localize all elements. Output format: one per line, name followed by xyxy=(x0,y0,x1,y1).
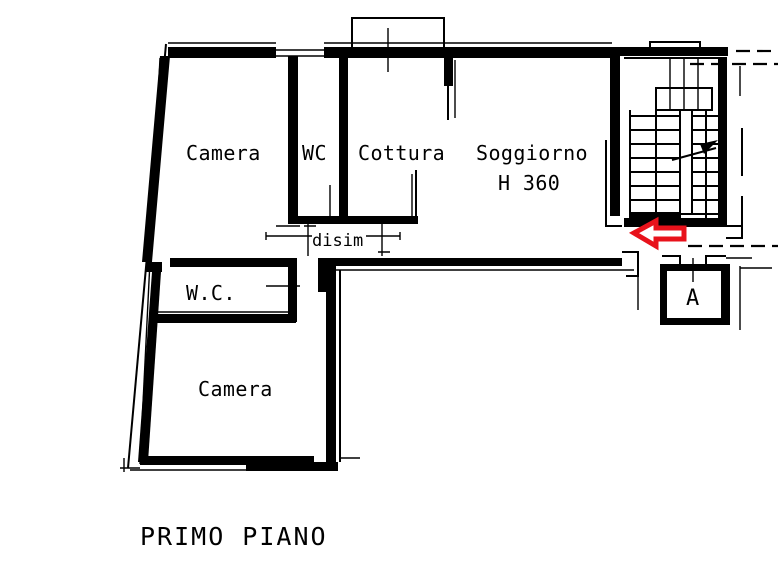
stair-treads-right xyxy=(692,110,718,218)
wall-corner-right-corridor xyxy=(622,251,639,277)
top-wall-segment-4 xyxy=(610,47,728,56)
stair-bottom-edge xyxy=(630,212,680,218)
stair-shaft-right-wall xyxy=(718,58,726,226)
window-symbol-top-1 xyxy=(276,49,324,57)
red-arrow-icon xyxy=(628,216,687,251)
top-wall-segment-2 xyxy=(324,47,450,58)
zone-a-left-wall xyxy=(660,264,667,324)
stair-void xyxy=(679,109,693,215)
zone-a-box xyxy=(637,254,772,330)
label-wc-lower: W.C. xyxy=(186,281,236,305)
dimension-line-disim-right xyxy=(366,232,401,240)
exterior-wall-left-inner-edge xyxy=(139,57,161,465)
door-symbol-wc-lower xyxy=(266,280,300,294)
room-labels: Camera WC Cottura Soggiorno H 360 disim … xyxy=(186,141,699,401)
wall-wc-cottura xyxy=(339,56,348,222)
label-zone-a: A xyxy=(686,286,699,311)
label-cottura: Cottura xyxy=(358,141,445,165)
label-camera-lower: Camera xyxy=(198,377,273,401)
label-ceiling-height: H 360 xyxy=(498,171,560,195)
stair-shaft-bottom-wall xyxy=(624,218,726,226)
wall-jog-left xyxy=(146,262,162,272)
label-soggiorno: Soggiorno xyxy=(476,141,588,165)
stair-direction-arrowhead xyxy=(700,140,718,154)
wall-disim-stub xyxy=(318,258,327,292)
label-camera-top: Camera xyxy=(186,141,261,165)
dimension-line-disim-vertical-2 xyxy=(378,224,390,256)
wall-soggiorno-right xyxy=(610,56,620,216)
dimension-tick-bottom-left xyxy=(120,458,140,472)
wall-under-wc-cottura xyxy=(288,216,418,224)
stair-landing-divisions xyxy=(669,58,699,110)
entrance-pointer xyxy=(628,216,687,251)
structural-walls xyxy=(120,17,778,472)
wall-camera-lower-bottom-1 xyxy=(140,456,314,465)
wall-camera-lower-bottom-2 xyxy=(246,462,338,471)
wall-cottura-right xyxy=(352,170,417,223)
zone-a-bottom-wall xyxy=(660,318,730,325)
staircase xyxy=(624,41,778,248)
top-wall-segment-1 xyxy=(168,47,276,58)
upper-rooms-walls xyxy=(170,56,639,292)
wall-soggiorno-right-foot xyxy=(605,140,622,227)
wall-soggiorno-bottom xyxy=(326,258,622,266)
label-disimpegno: disim xyxy=(312,231,363,251)
wall-right-of-stair-2 xyxy=(726,196,743,239)
window-symbol-top-3 xyxy=(556,49,596,57)
wall-under-camera xyxy=(170,258,294,267)
wall-wc-lower-bottom xyxy=(150,314,296,323)
exterior-wall-left-upper xyxy=(142,56,170,262)
zone-a-door-jamb-left xyxy=(662,255,681,268)
wall-wc-lower-right xyxy=(288,258,297,322)
zone-a-right-wall xyxy=(723,264,730,324)
balcony-projection xyxy=(351,17,445,47)
stair-direction-arrow xyxy=(671,147,717,161)
dimension-line-disim-vertical xyxy=(304,222,316,256)
wall-camera-lower-right xyxy=(326,266,336,462)
stair-treads-left xyxy=(629,110,681,218)
page-title: PRIMO PIANO xyxy=(140,522,328,551)
top-wall-segment-3 xyxy=(450,47,610,58)
label-wc-top: WC xyxy=(302,141,327,165)
stair-landing xyxy=(655,87,713,111)
window-symbol-camera-lower xyxy=(214,461,246,471)
zone-a-door-jamb-right xyxy=(705,255,726,268)
wall-camera-wc xyxy=(288,56,298,222)
dimension-line-disim-left xyxy=(265,232,312,240)
lower-rooms-walls xyxy=(130,258,360,471)
stair-top-opening xyxy=(649,41,701,55)
